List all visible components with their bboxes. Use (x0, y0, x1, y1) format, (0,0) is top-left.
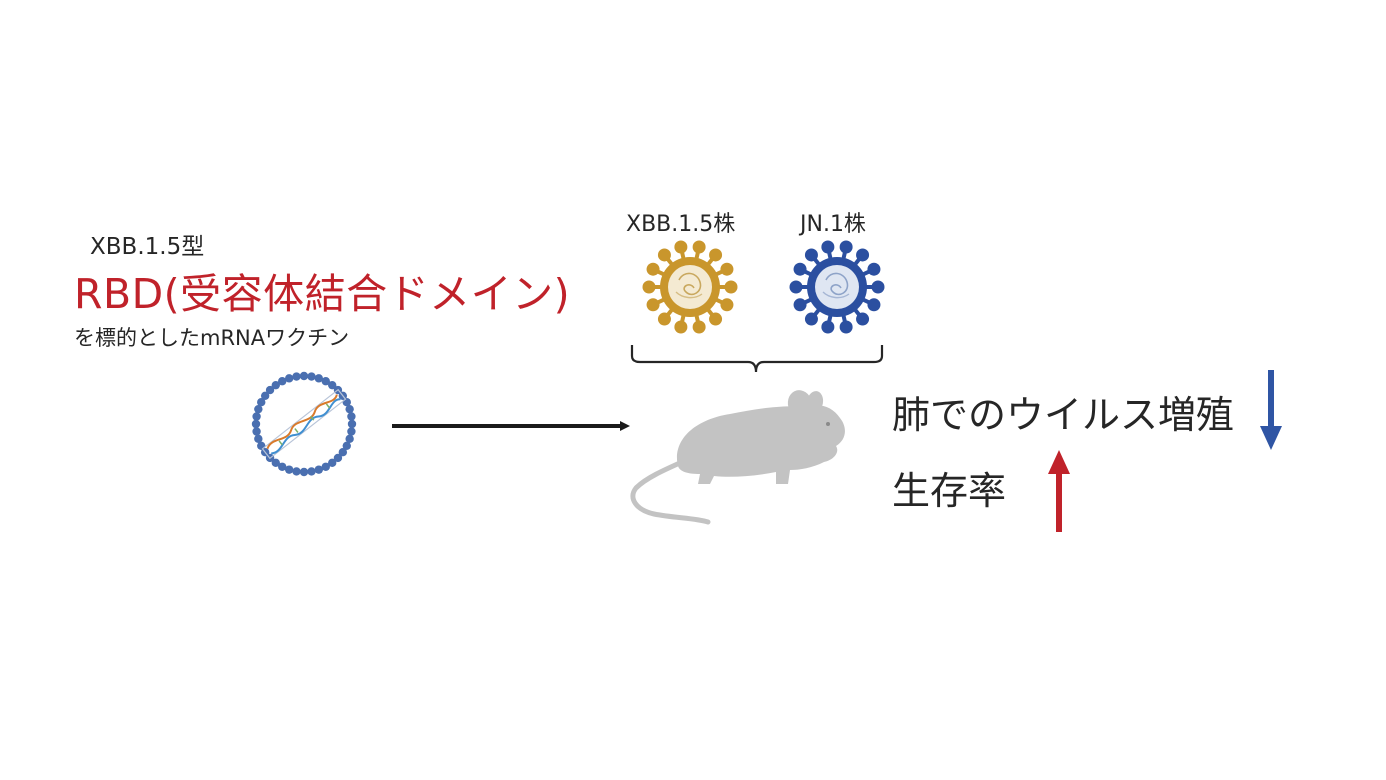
spike-head (692, 320, 706, 334)
spike-head (804, 248, 818, 262)
lipid-bead (278, 377, 287, 386)
lipid-bead (307, 467, 316, 476)
spike-head (642, 280, 656, 294)
lipid-bead (260, 391, 270, 400)
strain-group-brace (630, 345, 884, 373)
jn1-virus-icon (789, 240, 885, 334)
lipid-bead (314, 374, 324, 383)
lipid-bead (271, 380, 280, 390)
spike-head (674, 320, 688, 334)
spike-head (867, 298, 881, 312)
mrna-nanoparticle-icon (251, 371, 357, 477)
spike-head (720, 298, 734, 312)
spike-head (871, 280, 885, 294)
spike-head (839, 240, 853, 254)
lipid-bead (265, 385, 275, 395)
spike-head (793, 262, 807, 276)
lipid-bead (284, 374, 294, 383)
strain-label-xbb: XBB.1.5株 (626, 212, 736, 237)
lipid-bead (292, 372, 301, 381)
lipid-bead (307, 372, 316, 381)
spike-head (856, 248, 870, 262)
spike-head (821, 320, 835, 334)
spike-head (867, 262, 881, 276)
spike-head (789, 280, 803, 294)
strain-label-jn1: JN.1株 (800, 212, 866, 237)
lipid-bead (347, 412, 356, 421)
vaccine-caption: を標的としたmRNAワクチン (74, 326, 350, 350)
spike-head (709, 312, 723, 326)
spike-head (674, 240, 688, 254)
lipid-bead (257, 398, 266, 407)
decrease-arrow-icon (1260, 370, 1282, 450)
lipid-bead (314, 465, 324, 474)
mouse-icon (630, 390, 845, 525)
lipid-bead (321, 462, 330, 471)
lipid-bead (328, 380, 337, 390)
spike-head (657, 248, 671, 262)
spike-head (646, 262, 660, 276)
spike-head (856, 312, 870, 326)
lipid-bead (299, 371, 309, 381)
lipid-bead (328, 458, 337, 468)
lipid-bead (292, 467, 301, 476)
increase-arrow-icon (1048, 450, 1070, 532)
mouse-eye (826, 422, 830, 426)
lipid-bead (252, 427, 261, 436)
lipid-bead (299, 467, 309, 477)
lipid-bead (338, 448, 348, 457)
lipid-bead (321, 377, 330, 386)
vaccine-variant-label: XBB.1.5型 (90, 234, 205, 260)
lipid-bead (254, 404, 263, 414)
spike-head (646, 298, 660, 312)
result-survival-rate: 生存率 (892, 469, 1007, 513)
spike-head (657, 312, 671, 326)
lipid-bead (342, 441, 351, 450)
rbd-title: RBD(受容体結合ドメイン) (74, 270, 571, 318)
spike-head (692, 240, 706, 254)
spike-head (821, 240, 835, 254)
lipid-bead (347, 419, 357, 429)
spike-head (709, 248, 723, 262)
lipid-bead (271, 458, 280, 468)
spike-head (793, 298, 807, 312)
lipid-bead (252, 412, 261, 421)
lipid-bead (251, 419, 261, 429)
spike-head (724, 280, 738, 294)
lipid-bead (284, 465, 294, 474)
lipid-bead (347, 427, 356, 436)
spike-head (804, 312, 818, 326)
result-lung-virus-growth: 肺でのウイルス増殖 (892, 393, 1235, 437)
lipid-bead (278, 462, 287, 471)
lipid-bead (345, 434, 354, 444)
lipid-bead (345, 404, 354, 414)
spike-head (839, 320, 853, 334)
lipid-bead (333, 453, 343, 463)
spike-head (720, 262, 734, 276)
lipid-bead (254, 434, 263, 444)
xbb-virus-icon (642, 240, 738, 334)
